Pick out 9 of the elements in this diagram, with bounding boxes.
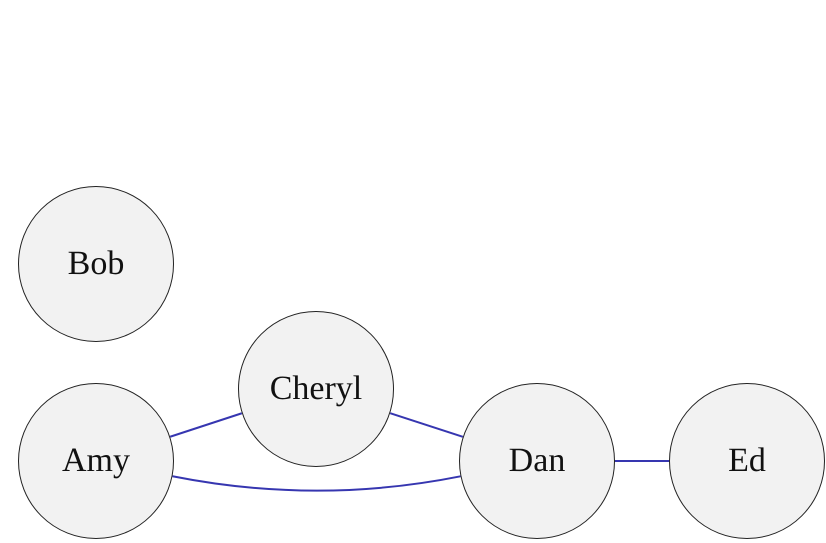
- connector-line: [390, 412, 464, 438]
- connector-line: [172, 475, 461, 492]
- connector-line: [615, 460, 669, 462]
- node-label: Cheryl: [270, 370, 362, 408]
- node-label: Amy: [62, 442, 130, 480]
- node-label: Dan: [508, 442, 566, 480]
- connector-line: [170, 412, 242, 438]
- node-label: Ed: [728, 442, 766, 480]
- node-label: Bob: [68, 245, 124, 283]
